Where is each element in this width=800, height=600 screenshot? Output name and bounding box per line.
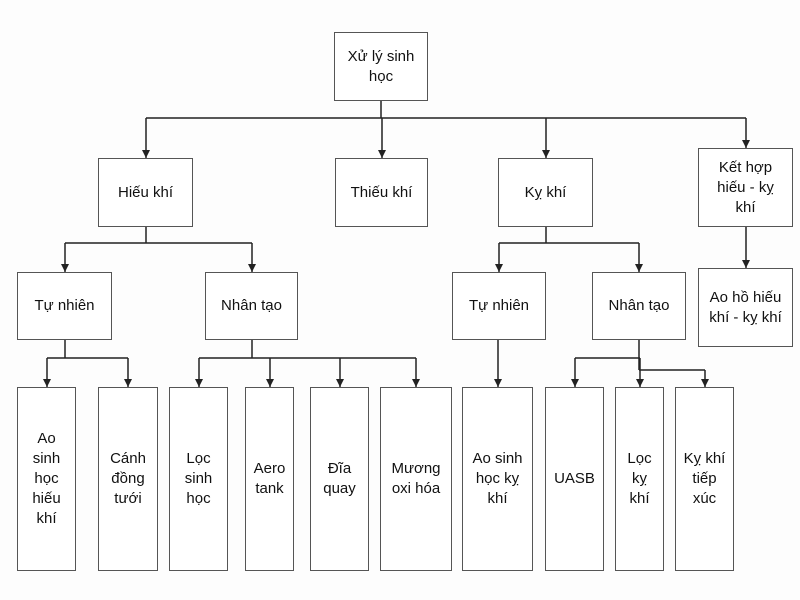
arrow-icon bbox=[412, 379, 420, 387]
node-label: Thiếu khí bbox=[350, 183, 413, 201]
node-aerobic-natural: Tự nhiên bbox=[17, 272, 112, 340]
arrow-icon bbox=[266, 379, 274, 387]
arrow-icon bbox=[61, 264, 69, 272]
leaf-aero-tank: Aero tank bbox=[245, 387, 294, 571]
node-anaerobic-natural: Tự nhiên bbox=[452, 272, 546, 340]
node-anoxic: Thiếu khí bbox=[335, 158, 428, 227]
arrow-icon bbox=[571, 379, 579, 387]
node-root-biological-treatment: Xử lý sinh học bbox=[334, 32, 428, 101]
node-label: Ao hồ hiếu khí - kỵ khí bbox=[709, 288, 782, 326]
leaf-anaerobic-contact: Kỵ khí tiếp xúc bbox=[675, 387, 734, 571]
node-label: Đĩa quay bbox=[323, 460, 356, 497]
node-label: Xử lý sinh học bbox=[347, 47, 415, 85]
node-aerobic: Hiếu khí bbox=[98, 158, 193, 227]
node-label: Aero tank bbox=[253, 460, 286, 497]
arrow-icon bbox=[336, 379, 344, 387]
arrow-icon bbox=[742, 260, 750, 268]
arrow-icon bbox=[701, 379, 709, 387]
node-anaerobic: Kỵ khí bbox=[498, 158, 593, 227]
arrow-icon bbox=[542, 150, 550, 158]
node-label: Hiếu khí bbox=[117, 183, 174, 201]
node-label: Tự nhiên bbox=[34, 297, 95, 314]
node-label: Kết hợp hiếu - kỵ khí bbox=[717, 158, 774, 216]
node-aerobic-artificial: Nhân tạo bbox=[205, 272, 298, 340]
node-combined-pond: Ao hồ hiếu khí - kỵ khí bbox=[698, 268, 793, 347]
leaf-rotating-disc: Đĩa quay bbox=[310, 387, 369, 571]
arrow-icon bbox=[636, 379, 644, 387]
node-label: Lọc sinh học bbox=[184, 450, 213, 507]
leaf-anaerobic-filter: Lọc kỵ khí bbox=[615, 387, 664, 571]
node-label: Nhân tạo bbox=[221, 297, 282, 314]
node-label: Mương oxi hóa bbox=[391, 460, 441, 497]
leaf-anaerobic-bio-pond: Ao sinh học kỵ khí bbox=[462, 387, 533, 571]
arrow-icon bbox=[378, 150, 386, 158]
node-label: Tự nhiên bbox=[468, 297, 530, 314]
arrow-icon bbox=[742, 140, 750, 148]
node-label: Nhân tạo bbox=[608, 297, 670, 314]
arrow-icon bbox=[494, 379, 502, 387]
node-label: Kỵ khí tiếp xúc bbox=[683, 450, 726, 507]
arrow-icon bbox=[248, 264, 256, 272]
arrow-icon bbox=[635, 264, 643, 272]
leaf-oxidation-ditch: Mương oxi hóa bbox=[380, 387, 452, 571]
node-label: Lọc kỵ khí bbox=[627, 450, 652, 507]
node-combined: Kết hợp hiếu - kỵ khí bbox=[698, 148, 793, 227]
arrow-icon bbox=[142, 150, 150, 158]
arrow-icon bbox=[195, 379, 203, 387]
leaf-bio-filter: Lọc sinh học bbox=[169, 387, 228, 571]
node-anaerobic-artificial: Nhân tạo bbox=[592, 272, 686, 340]
node-label: Ao sinh học kỵ khí bbox=[472, 450, 523, 507]
arrow-icon bbox=[495, 264, 503, 272]
node-label: UASB bbox=[554, 470, 595, 487]
arrow-icon bbox=[124, 379, 132, 387]
node-label: Kỵ khí bbox=[524, 183, 567, 201]
leaf-aerobic-bio-pond: Ao sinh học hiếu khí bbox=[17, 387, 76, 571]
node-label: Ao sinh học hiếu khí bbox=[32, 430, 61, 527]
node-label: Cánh đồng tưới bbox=[110, 450, 146, 507]
leaf-irrigation-field: Cánh đồng tưới bbox=[98, 387, 158, 571]
arrow-icon bbox=[43, 379, 51, 387]
leaf-uasb: UASB bbox=[545, 387, 604, 571]
